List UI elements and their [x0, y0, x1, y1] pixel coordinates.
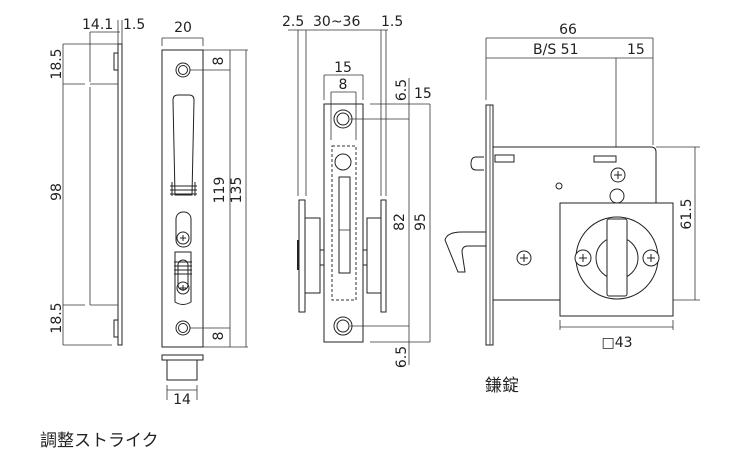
dim-body-height: 61.5: [679, 198, 695, 229]
dim-left-plate: 2.5: [282, 14, 304, 30]
dim-lock-inner: 8: [339, 77, 348, 93]
dim-door-thickness: 30~36: [313, 14, 360, 30]
dim-bottom-hole: 8: [211, 332, 227, 341]
dim-middle: 98: [49, 183, 65, 201]
dim-lock-width: 15: [334, 60, 352, 76]
dim-top: 18.5: [49, 48, 65, 79]
lock-body-view: 66 B/S 51 15 61.5 □43: [444, 22, 700, 351]
dim-right-width: 15: [414, 86, 432, 102]
dim-hole-pitch: 119: [212, 177, 228, 204]
dim-backset: B/S 51: [533, 42, 578, 58]
strike-caption: 調整ストライク: [40, 431, 159, 451]
lock-side-view: 2.5 30~36 1.5 15 8 6.5 15: [282, 14, 432, 368]
dim-square: □43: [601, 335, 632, 351]
dim-hole-pitch-lock: 82: [392, 213, 408, 231]
strike-side-view: 14.1 1.5 18.5 98 18.5: [49, 17, 145, 346]
dim-cap-width: 14: [173, 392, 191, 408]
dim-tail: 15: [627, 42, 645, 58]
dim-bottom: 18.5: [49, 302, 65, 333]
dim-width: 20: [174, 20, 192, 36]
dim-top-margin: 6.5: [394, 79, 410, 101]
strike-front-view: 20 8 8 119 135 14: [161, 20, 248, 408]
dim-bottom-margin: 6.5: [394, 346, 410, 368]
dim-plate: 1.5: [123, 17, 145, 33]
dim-lock-height: 95: [413, 213, 429, 231]
dim-depth: 14.1: [82, 17, 113, 33]
lock-caption: 鎌錠: [485, 376, 519, 396]
dim-height: 135: [229, 177, 245, 204]
dim-top-hole: 8: [211, 57, 227, 66]
dim-right-plate: 1.5: [381, 14, 403, 30]
dim-total: 66: [559, 22, 577, 38]
